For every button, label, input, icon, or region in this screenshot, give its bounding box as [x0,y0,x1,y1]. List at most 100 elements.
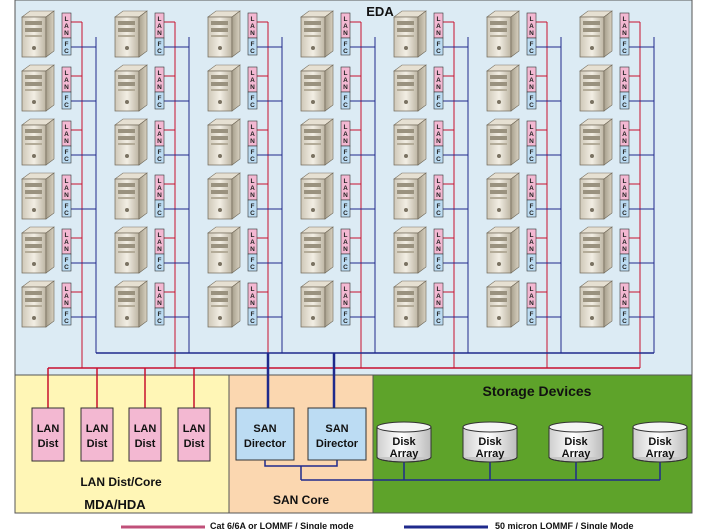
fc-port-tag [61,307,72,326]
fc-tag-letter: C [622,156,627,163]
lan-tag-letter: N [157,192,162,199]
fc-tag-letter: F [530,203,534,210]
fc-tag-letter: F [65,41,69,48]
fc-port-tag [619,253,630,272]
fc-port-tag [433,253,444,272]
lan-tag-letter: L [437,124,441,131]
lan-tag-letter: L [65,286,69,293]
fc-tag-letter: F [437,257,441,264]
san-director[interactable]: SAN Director [307,407,367,461]
lan-tag-letter: N [343,246,348,253]
fc-tag-letter: F [623,95,627,102]
lan-tag-letter: N [250,246,255,253]
fc-tag-letter: F [437,95,441,102]
fc-tag-letter: F [251,203,255,210]
lan-tag-letter: L [623,70,627,77]
lan-tag-letter: N [250,30,255,37]
fc-port-tag [526,91,537,110]
fc-tag-letter: C [529,318,534,325]
san-director-label-2: Director [244,438,287,450]
lan-tag-letter: A [622,185,627,192]
lan-tag-letter: A [436,131,441,138]
fc-port-tag [61,91,72,110]
lan-dist-switch[interactable]: LAN Dist [177,407,211,462]
lan-tag-letter: A [343,293,348,300]
lan-tag-letter: N [157,138,162,145]
lan-dist-label-2: Dist [135,438,156,450]
fc-tag-letter: C [250,264,255,271]
lan-tag-letter: A [157,239,162,246]
fc-tag-letter: F [623,257,627,264]
fc-tag-letter: F [158,311,162,318]
fc-tag-letter: C [250,318,255,325]
fc-tag-letter: C [436,48,441,55]
lan-tag-letter: N [436,192,441,199]
lan-dist-switch[interactable]: LAN Dist [31,407,65,462]
fc-tag-letter: F [530,41,534,48]
lan-dist-switch[interactable]: LAN Dist [80,407,114,462]
fc-port-tag [619,91,630,110]
fc-port-tag [247,199,258,218]
lan-tag-letter: L [158,178,162,185]
lan-tag-letter: N [64,138,69,145]
lan-tag-letter: L [530,232,534,239]
fc-tag-letter: C [343,156,348,163]
lan-tag-letter: L [251,178,255,185]
storage-zone-title: Storage Devices [483,383,592,399]
fc-tag-letter: C [343,318,348,325]
san-director[interactable]: SAN Director [235,407,295,461]
lan-tag-letter: L [158,286,162,293]
fc-tag-letter: C [529,264,534,271]
lan-tag-letter: L [437,70,441,77]
lan-dist-switch[interactable]: LAN Dist [128,407,162,462]
lan-tag-letter: N [529,30,534,37]
fc-port-tag [619,199,630,218]
